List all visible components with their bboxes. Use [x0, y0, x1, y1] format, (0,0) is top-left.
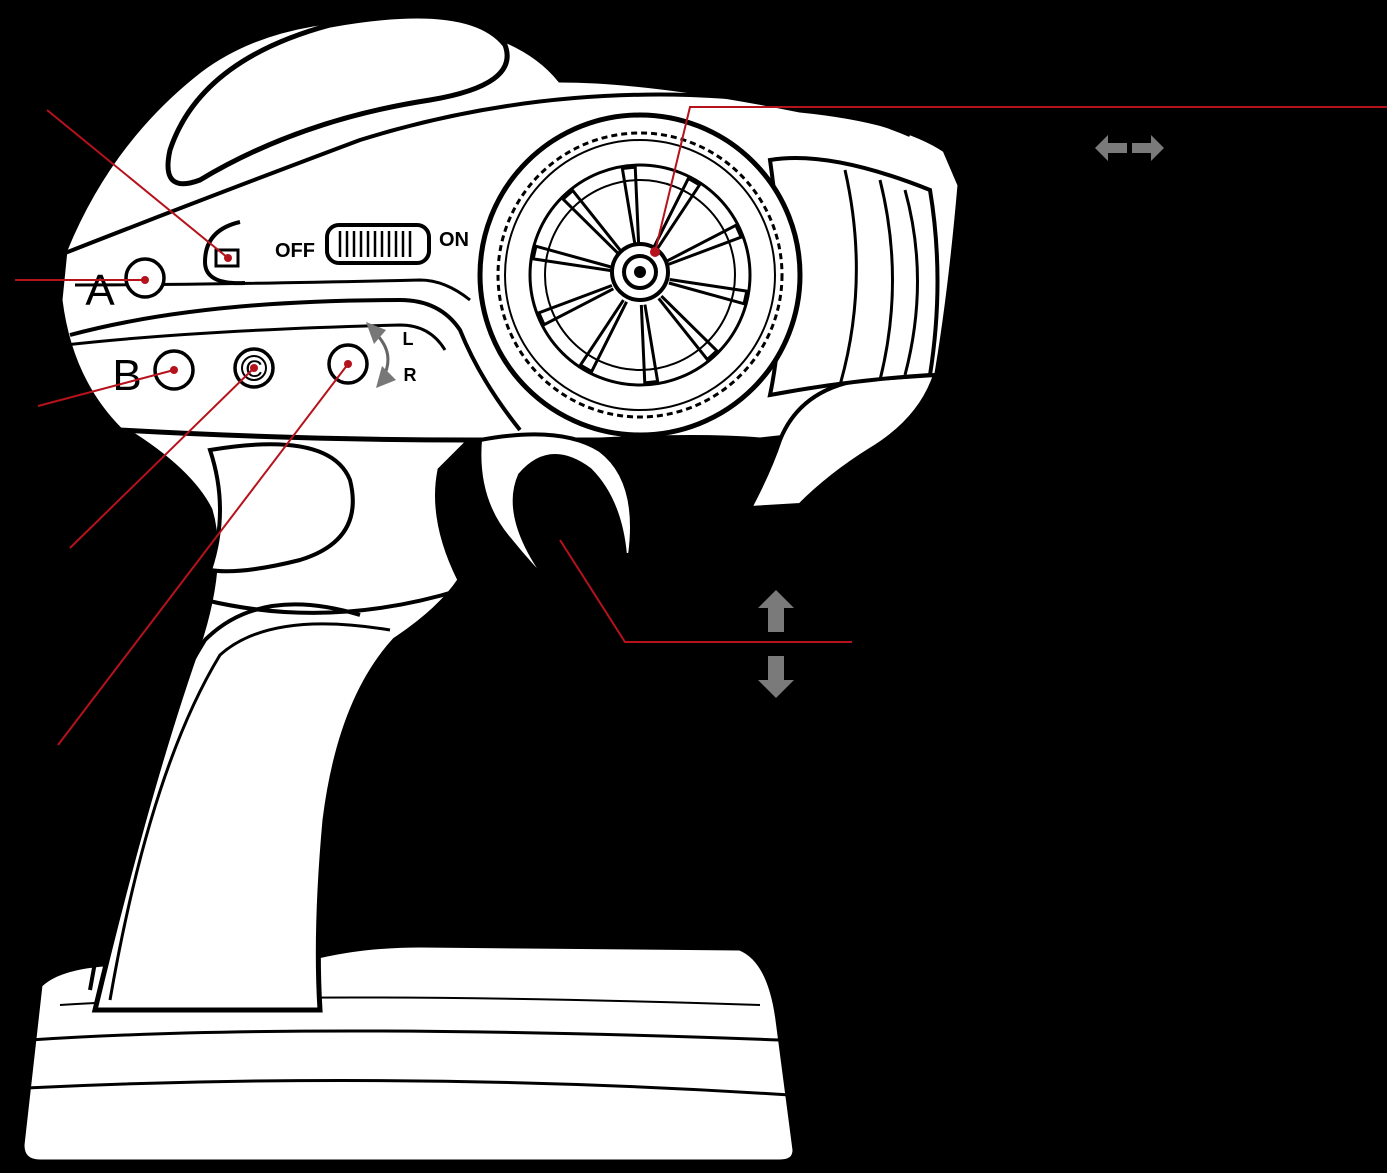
handle-grip — [88, 427, 476, 1013]
wheel-spoke — [560, 188, 623, 256]
power-switch[interactable] — [325, 223, 431, 265]
wheel-spoke — [657, 294, 720, 362]
wheel-spoke — [536, 284, 615, 327]
leader-power-led — [46, 109, 229, 259]
button-a-label: A — [85, 266, 115, 315]
trim-direction-icon — [366, 322, 396, 388]
wheel-spoke — [665, 223, 744, 266]
wheel-spoke — [531, 244, 612, 273]
wheel-spoke — [639, 304, 660, 385]
throttle-trigger[interactable] — [477, 432, 634, 592]
leader-button-b — [37, 369, 175, 407]
leader-lines — [15, 106, 1387, 746]
wheel-spoke — [668, 277, 749, 306]
horizontal-double-arrow-icon — [1095, 135, 1164, 161]
wheel-spoke — [652, 176, 702, 251]
button-b-label: B — [112, 351, 141, 400]
leader-dots — [141, 247, 660, 374]
vertical-double-arrow-icon — [758, 590, 794, 698]
switch-on-label: ON — [439, 229, 469, 251]
leader-throttle — [559, 539, 852, 643]
trim-left-label: L — [403, 329, 414, 349]
leader-button-c — [69, 367, 255, 549]
leader-steering-wheel — [654, 106, 1387, 253]
steering-wheel[interactable] — [477, 112, 803, 438]
switch-off-label: OFF — [275, 240, 315, 262]
leader-trim — [57, 363, 349, 746]
trim-right-label: R — [404, 365, 417, 385]
wheel-spoke — [620, 165, 641, 246]
wheel-spoke — [578, 299, 628, 374]
